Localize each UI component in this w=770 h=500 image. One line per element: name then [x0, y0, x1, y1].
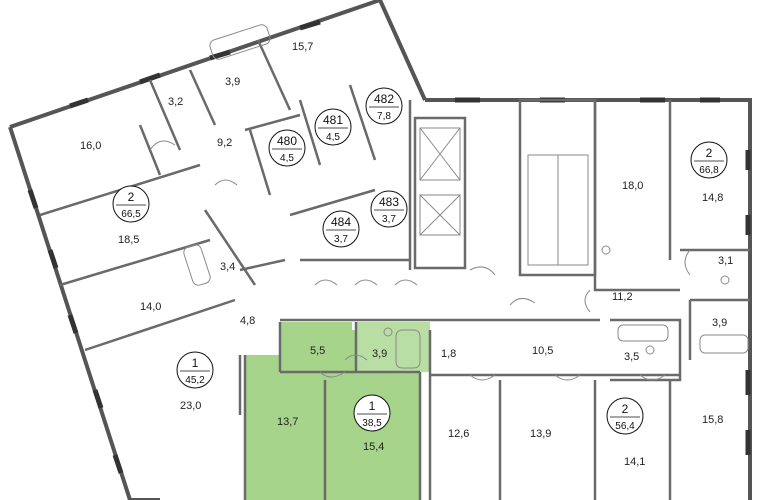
unit-area: 45,2 — [185, 375, 205, 386]
unit-area: 38,5 — [362, 418, 382, 429]
room-label: 1,8 — [441, 348, 456, 360]
unit-area: 56,4 — [615, 421, 635, 432]
room-label: 23,0 — [180, 400, 201, 412]
room-label: 13,7 — [277, 416, 298, 428]
unit-number: 1 — [192, 356, 199, 370]
room-label: 15,8 — [702, 414, 723, 426]
room-label: 11,2 — [612, 291, 633, 303]
room-label: 14,1 — [624, 456, 645, 468]
apartment-marker-2-66-8[interactable]: 2 66,8 — [690, 141, 728, 179]
room-label: 9,2 — [217, 137, 232, 149]
room-label: 18,0 — [622, 180, 643, 192]
room-label: 3,5 — [624, 351, 639, 363]
room-label: 14,8 — [702, 192, 723, 204]
room-label: 12,6 — [448, 428, 469, 440]
room-label: 4,8 — [240, 315, 255, 327]
unit-marker-482[interactable]: 482 7,8 — [365, 87, 403, 125]
unit-area: 7,8 — [377, 111, 391, 122]
apartment-marker-2-56-4[interactable]: 2 56,4 — [606, 397, 644, 435]
room-label: 5,5 — [310, 345, 325, 357]
highlighted-bathroom — [356, 322, 430, 372]
unit-area: 3,7 — [334, 234, 348, 245]
room-label: 3,2 — [168, 96, 183, 108]
unit-number: 2 — [128, 190, 135, 204]
unit-marker-481[interactable]: 481 4,5 — [314, 108, 352, 146]
unit-area: 66,8 — [699, 165, 719, 176]
highlighted-apartment[interactable] — [245, 322, 430, 500]
room-label: 3,9 — [225, 76, 240, 88]
unit-area: 4,5 — [326, 132, 340, 143]
apartment-marker-1-45-2[interactable]: 1 45,2 — [176, 351, 214, 389]
room-label: 3,4 — [220, 261, 235, 273]
room-label: 10,5 — [532, 345, 553, 357]
unit-marker-480[interactable]: 480 4,5 — [268, 129, 306, 167]
room-labels: 15,7 3,9 3,2 16,0 9,2 18,5 3,4 14,0 4,8 … — [80, 41, 733, 468]
unit-area: 3,7 — [382, 214, 396, 225]
room-label: 3,9 — [712, 317, 727, 329]
unit-area: 66,5 — [121, 209, 141, 220]
unit-number: 483 — [379, 195, 399, 209]
room-label: 18,5 — [118, 234, 139, 246]
room-label: 14,0 — [140, 301, 161, 313]
room-label: 3,9 — [372, 348, 387, 360]
apartment-marker-2-66-5[interactable]: 2 66,5 — [112, 185, 150, 223]
unit-number: 482 — [374, 92, 394, 106]
room-label: 13,9 — [530, 428, 551, 440]
unit-number: 2 — [622, 402, 629, 416]
room-label: 3,1 — [718, 255, 733, 267]
room-label: 15,4 — [363, 441, 384, 453]
unit-marker-484[interactable]: 484 3,7 — [322, 210, 360, 248]
unit-number: 1 — [369, 399, 376, 413]
room-label: 15,7 — [292, 41, 313, 53]
unit-area: 4,5 — [280, 153, 294, 164]
unit-number: 2 — [706, 146, 713, 160]
interior-walls — [39, 24, 750, 500]
unit-number: 481 — [323, 113, 343, 127]
highlighted-area-main — [245, 355, 420, 500]
unit-number: 480 — [277, 134, 297, 148]
apartment-marker-1-38-5[interactable]: 1 38,5 — [353, 394, 391, 432]
unit-markers: 482 7,8 481 4,5 480 4,5 483 3,7 484 3,7 — [112, 87, 728, 435]
room-label: 16,0 — [80, 140, 101, 152]
unit-marker-483[interactable]: 483 3,7 — [370, 190, 408, 228]
unit-number: 484 — [331, 215, 351, 229]
